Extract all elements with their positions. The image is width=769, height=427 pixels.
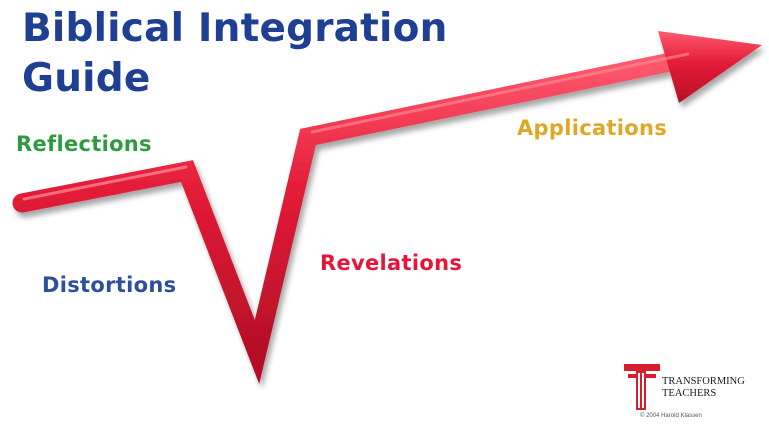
- logo-line-2: TEACHERS: [662, 388, 717, 399]
- title-line-2: Guide: [22, 56, 151, 101]
- copyright-notice: © 2004 Harold Klassen: [640, 413, 702, 419]
- t-logo-icon: [624, 364, 660, 410]
- title-line-1: Biblical Integration: [22, 6, 448, 51]
- arrow-shaft: [12, 48, 700, 384]
- logo-line-1: TRANSFORMING: [662, 376, 745, 387]
- logo-wordmark: TRANSFORMING TEACHERS: [662, 376, 745, 400]
- label-revelations: Revelations: [320, 251, 463, 275]
- arrowhead: [658, 31, 762, 103]
- diagram-title: Biblical Integration Guide: [22, 4, 448, 104]
- arrow-highlight: [22, 165, 188, 201]
- label-distortions: Distortions: [42, 273, 177, 297]
- transforming-teachers-logo: TRANSFORMING TEACHERS: [622, 362, 769, 422]
- label-applications: Applications: [517, 116, 668, 140]
- label-reflections: Reflections: [16, 132, 152, 156]
